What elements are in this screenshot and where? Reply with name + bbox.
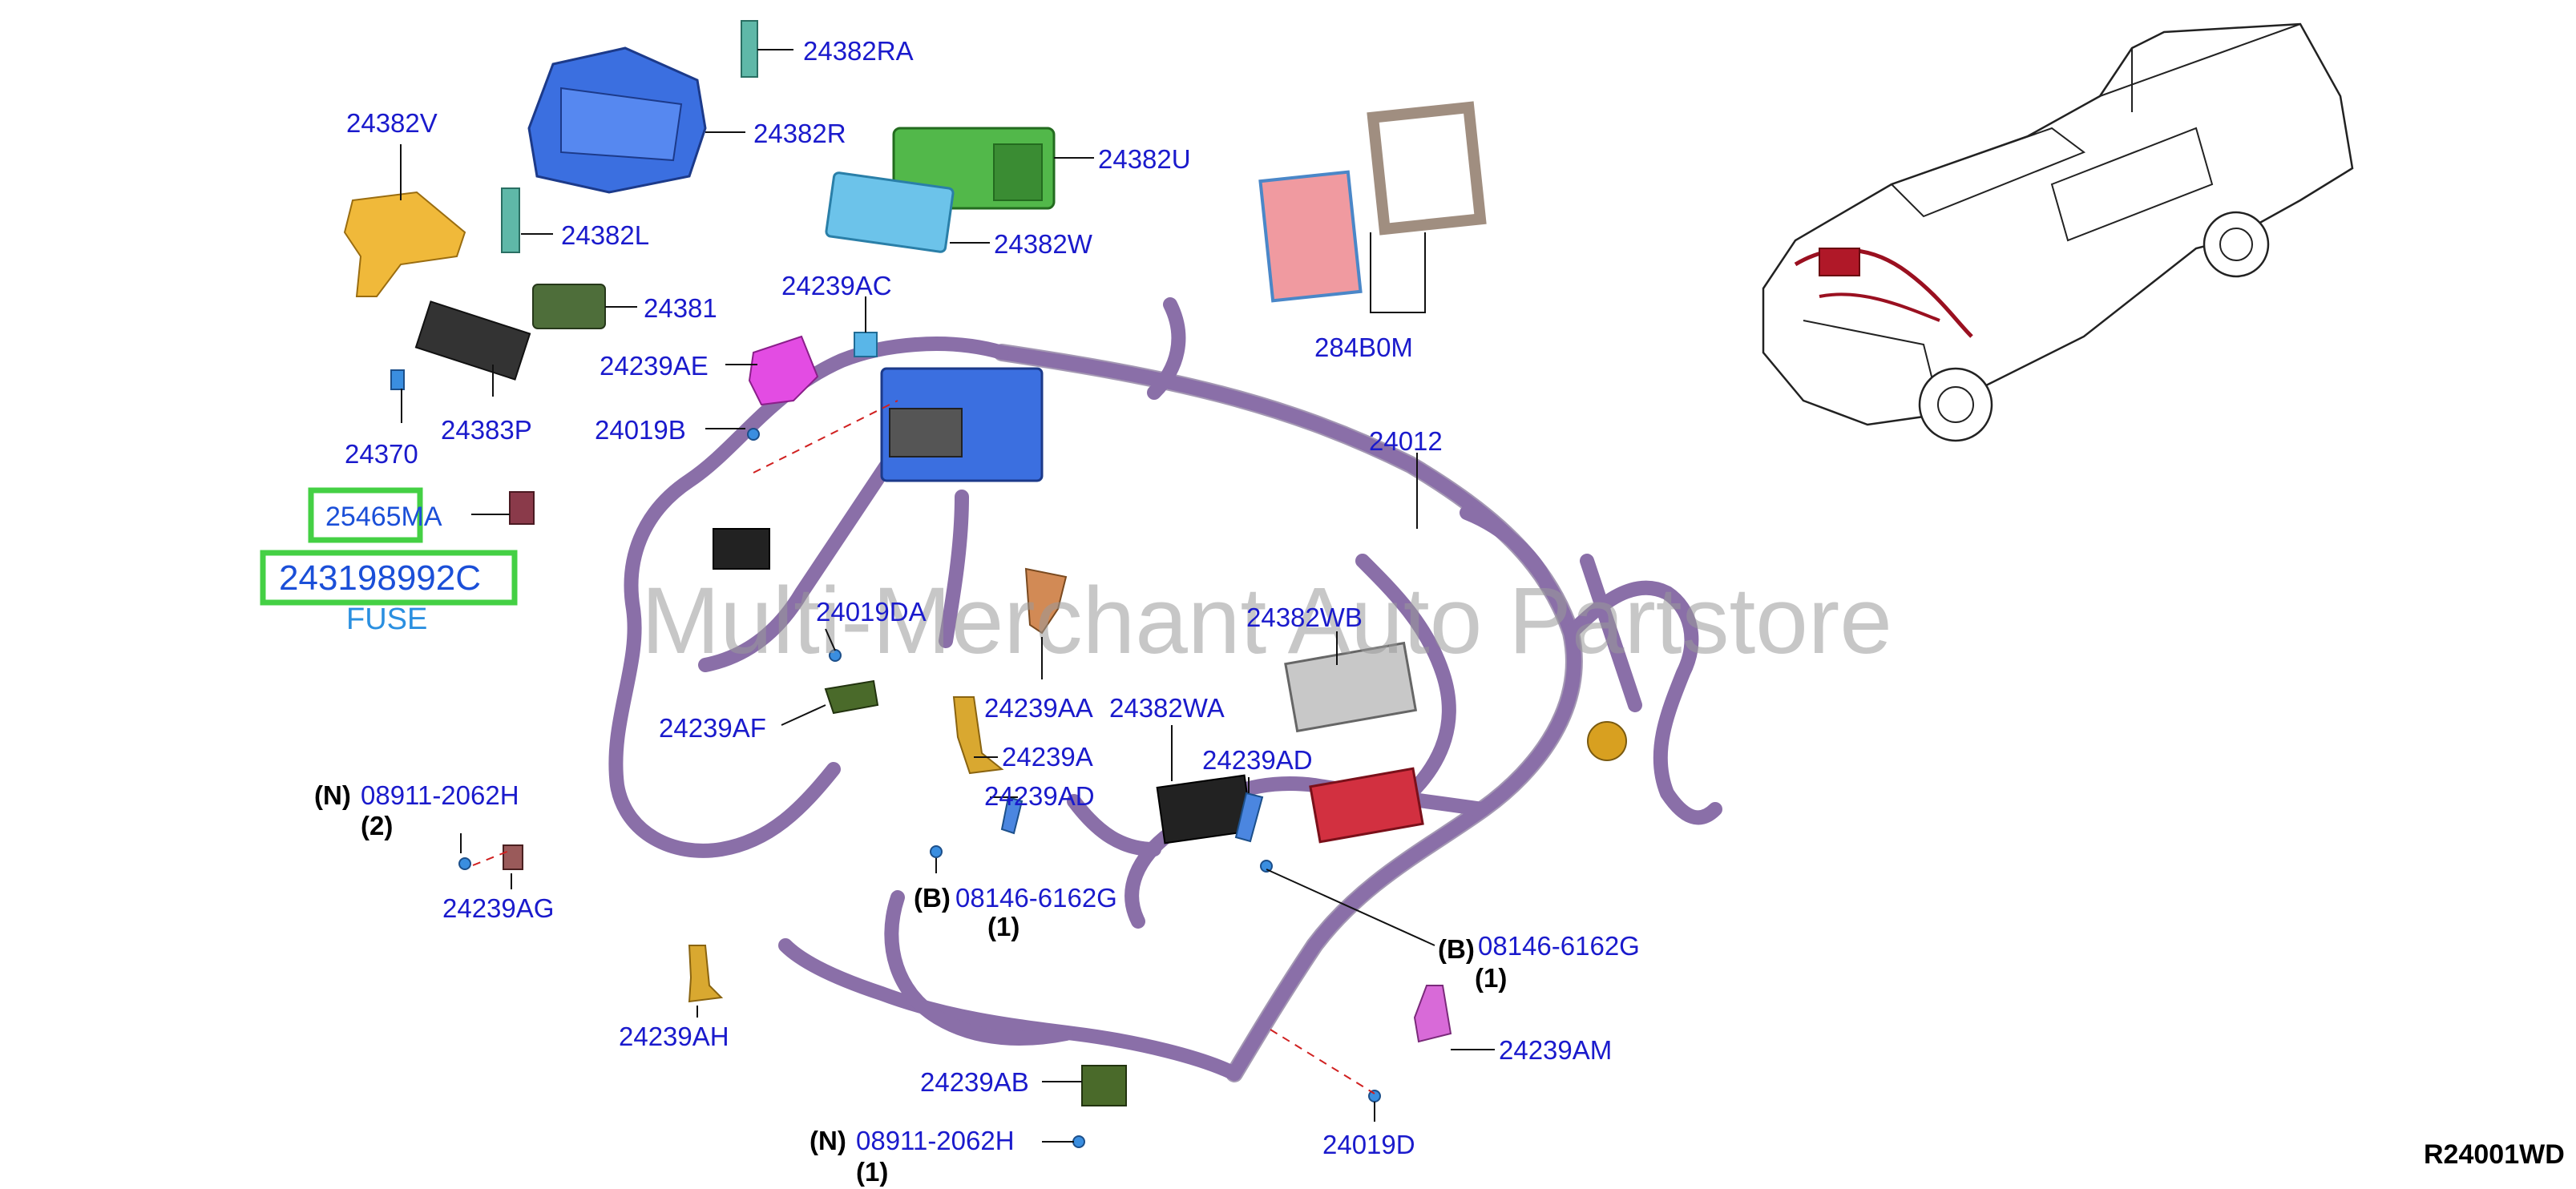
part-label-24239AA[interactable]: 24239AA — [984, 693, 1093, 723]
assembly-lines — [472, 400, 1375, 1094]
part-label-24382WB[interactable]: 24382WB — [1246, 603, 1363, 632]
highlight-caption-fuse: FUSE — [346, 603, 427, 636]
part-label-24370[interactable]: 24370 — [345, 439, 418, 469]
fastener-qty: (1) — [987, 912, 1019, 941]
fastener-prefix: (B) — [914, 883, 951, 913]
fastener-label-08146-6162G[interactable]: 08146-6162G — [1478, 931, 1640, 961]
fastener-label-08911-2062H[interactable]: 08911-2062H — [856, 1126, 1015, 1155]
fastener-qty: (2) — [361, 811, 393, 840]
fastener-prefix: (N) — [314, 780, 351, 810]
part-label-24239AC[interactable]: 24239AC — [781, 271, 892, 300]
part-label-24382RA[interactable]: 24382RA — [803, 36, 914, 66]
fastener-qty: (1) — [1475, 963, 1507, 993]
leader-lines — [400, 49, 1495, 1143]
fastener-label-08146-6162G[interactable]: 08146-6162G — [955, 883, 1117, 913]
highlight-box-25465MA[interactable] — [308, 487, 423, 543]
part-label-24382V[interactable]: 24382V — [346, 108, 438, 138]
part-label-24239AH[interactable]: 24239AH — [619, 1022, 729, 1051]
part-label-24382W[interactable]: 24382W — [994, 229, 1093, 259]
watermark: Multi-Merchant Auto Partstore — [641, 568, 1892, 674]
part-label-24239AG[interactable]: 24239AG — [442, 893, 554, 923]
fastener-label-08911-2062H[interactable]: 08911-2062H — [361, 780, 519, 810]
vehicle-illustration — [1762, 22, 2354, 442]
highlight-label-25465MA[interactable]: 25465MA — [325, 502, 442, 532]
part-label-24239A[interactable]: 24239A — [1002, 742, 1093, 772]
part-label-24239AB[interactable]: 24239AB — [920, 1067, 1029, 1097]
part-label-24019D[interactable]: 24019D — [1322, 1130, 1415, 1159]
fastener-labels: (N) 08911-2062H (2) (B) 08146-6162G (1) … — [314, 780, 1640, 1187]
part-label-24239AF[interactable]: 24239AF — [659, 713, 766, 743]
part-label-24381[interactable]: 24381 — [644, 293, 717, 323]
fastener-prefix: (N) — [810, 1126, 846, 1155]
part-label-24239AD-1[interactable]: 24239AD — [984, 781, 1095, 811]
part-label-24382WA[interactable]: 24382WA — [1109, 693, 1225, 723]
part-label-284B0M[interactable]: 284B0M — [1314, 333, 1413, 362]
component-illustrations — [343, 20, 1627, 1148]
fastener-prefix: (B) — [1438, 934, 1475, 964]
highlight-box-243198992C[interactable] — [260, 550, 518, 606]
part-label-24239AM[interactable]: 24239AM — [1499, 1035, 1612, 1065]
diagram-code: R24001WD — [2424, 1139, 2565, 1170]
highlight-label-243198992C[interactable]: 243198992C — [279, 558, 481, 598]
part-label-24382R[interactable]: 24382R — [753, 119, 846, 148]
part-label-24012[interactable]: 24012 — [1369, 426, 1443, 456]
part-label-24239AD-2[interactable]: 24239AD — [1202, 745, 1313, 775]
part-labels: 24382RA 24382R 24382V 24382U 24382L 2438… — [345, 36, 1612, 1159]
highlighted-parts: 25465MA 243198992C FUSE — [260, 487, 518, 636]
part-label-24019B[interactable]: 24019B — [595, 415, 686, 445]
part-label-24383P[interactable]: 24383P — [441, 415, 532, 445]
fastener-qty: (1) — [856, 1157, 888, 1187]
part-label-24019DA[interactable]: 24019DA — [816, 597, 927, 627]
part-label-24382L[interactable]: 24382L — [561, 220, 649, 250]
part-label-24239AE[interactable]: 24239AE — [600, 351, 709, 381]
part-label-24382U[interactable]: 24382U — [1098, 144, 1191, 174]
